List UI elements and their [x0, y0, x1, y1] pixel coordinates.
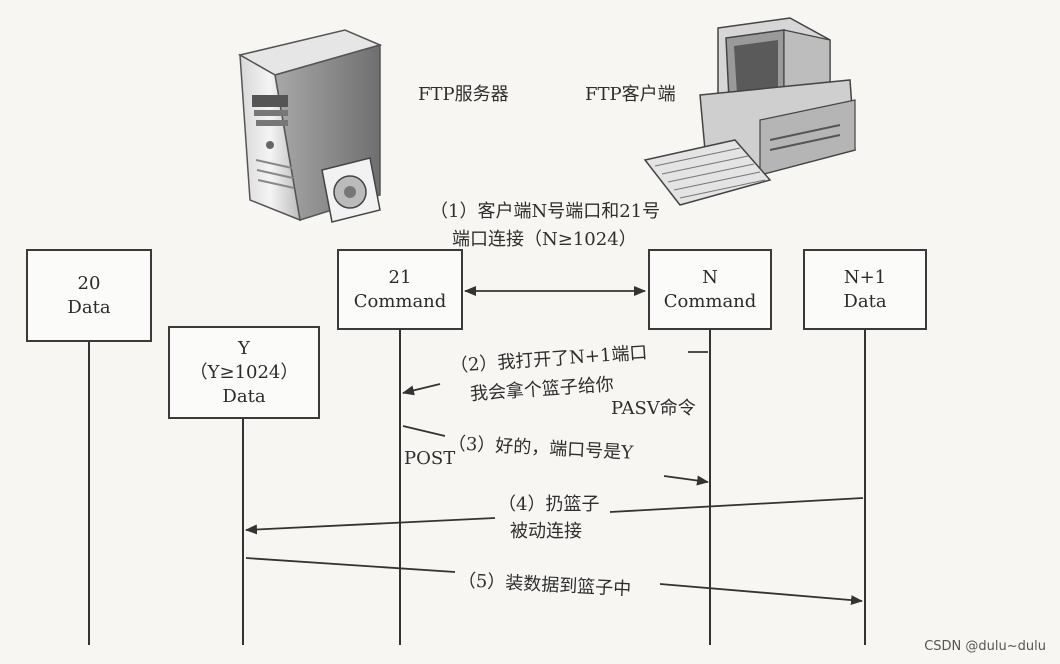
- box-port-20-kind: Data: [67, 296, 111, 318]
- box-port-N1-number: N+1: [843, 266, 887, 288]
- box-port-Y-kind: Data: [222, 385, 266, 407]
- box-port-Y: Y （Y≥1024） Data: [168, 326, 320, 419]
- arrow-step5-data-start: [245, 557, 456, 573]
- box-port-20: 20 Data: [26, 249, 152, 342]
- server-icon: [237, 29, 383, 223]
- step4-text-line1: （4）扔篮子: [498, 494, 600, 515]
- box-port-N1: N+1 Data: [803, 249, 927, 330]
- client-label: FTP客户端: [585, 84, 676, 105]
- arrow-step2-reply: [402, 383, 441, 396]
- box-port-N1-kind: Data: [843, 290, 887, 312]
- box-port-Y-number: Y: [238, 337, 250, 359]
- step1-text-line2: 端口连接（N≥1024）: [452, 229, 637, 250]
- arrow-step5-end: [659, 583, 863, 606]
- box-port-20-number: 20: [77, 272, 101, 294]
- box-port-21-kind: Command: [353, 290, 447, 312]
- arrow-step4-end: [245, 517, 496, 535]
- post-label: POST: [404, 448, 456, 469]
- step4-text-line2: 被动连接: [510, 521, 582, 542]
- box-port-Y-range: （Y≥1024）: [189, 361, 299, 383]
- arrow-step4-basket: [609, 497, 864, 513]
- arrow-step3-end: [663, 475, 709, 486]
- box-port-21: 21 Command: [337, 249, 463, 330]
- arrow-step3-port: [402, 425, 446, 437]
- step1-text-line1: （1）客户端N号端口和21号: [430, 201, 661, 222]
- server-label: FTP服务器: [418, 84, 509, 105]
- client-computer-icon: [643, 17, 856, 206]
- box-port-N-kind: Command: [663, 290, 757, 312]
- pasv-command-label: PASV命令: [611, 398, 696, 419]
- box-port-21-number: 21: [388, 266, 412, 288]
- box-port-N: N Command: [648, 249, 772, 330]
- watermark: CSDN @dulu~dulu: [924, 639, 1046, 654]
- box-port-N-number: N: [702, 266, 718, 288]
